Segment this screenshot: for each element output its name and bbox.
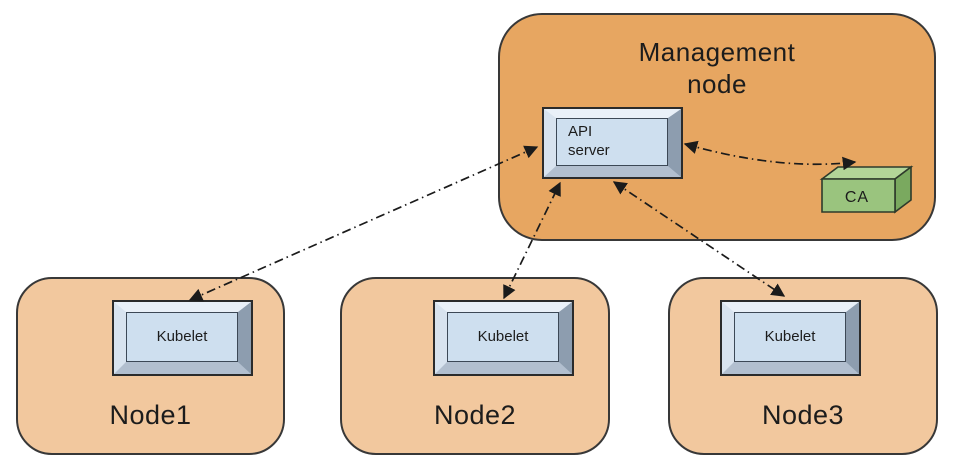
node3-kubelet-label: Kubelet [764,327,816,345]
management-node-label-text: Management node [638,37,796,99]
node1-kubelet-face: Kubelet [126,312,238,362]
node2-kubelet-label: Kubelet [477,327,529,345]
node3-kubelet-box: Kubelet [722,302,859,374]
node2-kubelet-face: Kubelet [447,312,559,362]
node2-container: Kubelet Node2 [340,277,610,455]
api-server-label: API server [568,123,610,159]
node2-kubelet-box: Kubelet [435,302,572,374]
api-server-box: API server [544,109,681,177]
node3-label: Node3 [761,400,845,430]
ca-box: CA [819,165,914,214]
node1-label: Node1 [109,400,192,430]
node3-kubelet-face: Kubelet [734,312,846,362]
api-server-face: API server [556,118,668,166]
node3-container: Kubelet Node3 [668,277,938,455]
ca-box-front-face [821,178,896,213]
node2-label: Node2 [433,400,517,430]
node1-kubelet-label: Kubelet [156,327,208,345]
management-node-label: Management node [500,37,934,100]
node1-kubelet-box: Kubelet [114,302,251,374]
ca-label: CA [845,189,869,206]
management-node-container: Management node API server CA [498,13,936,241]
node1-container: Kubelet Node1 [16,277,285,455]
